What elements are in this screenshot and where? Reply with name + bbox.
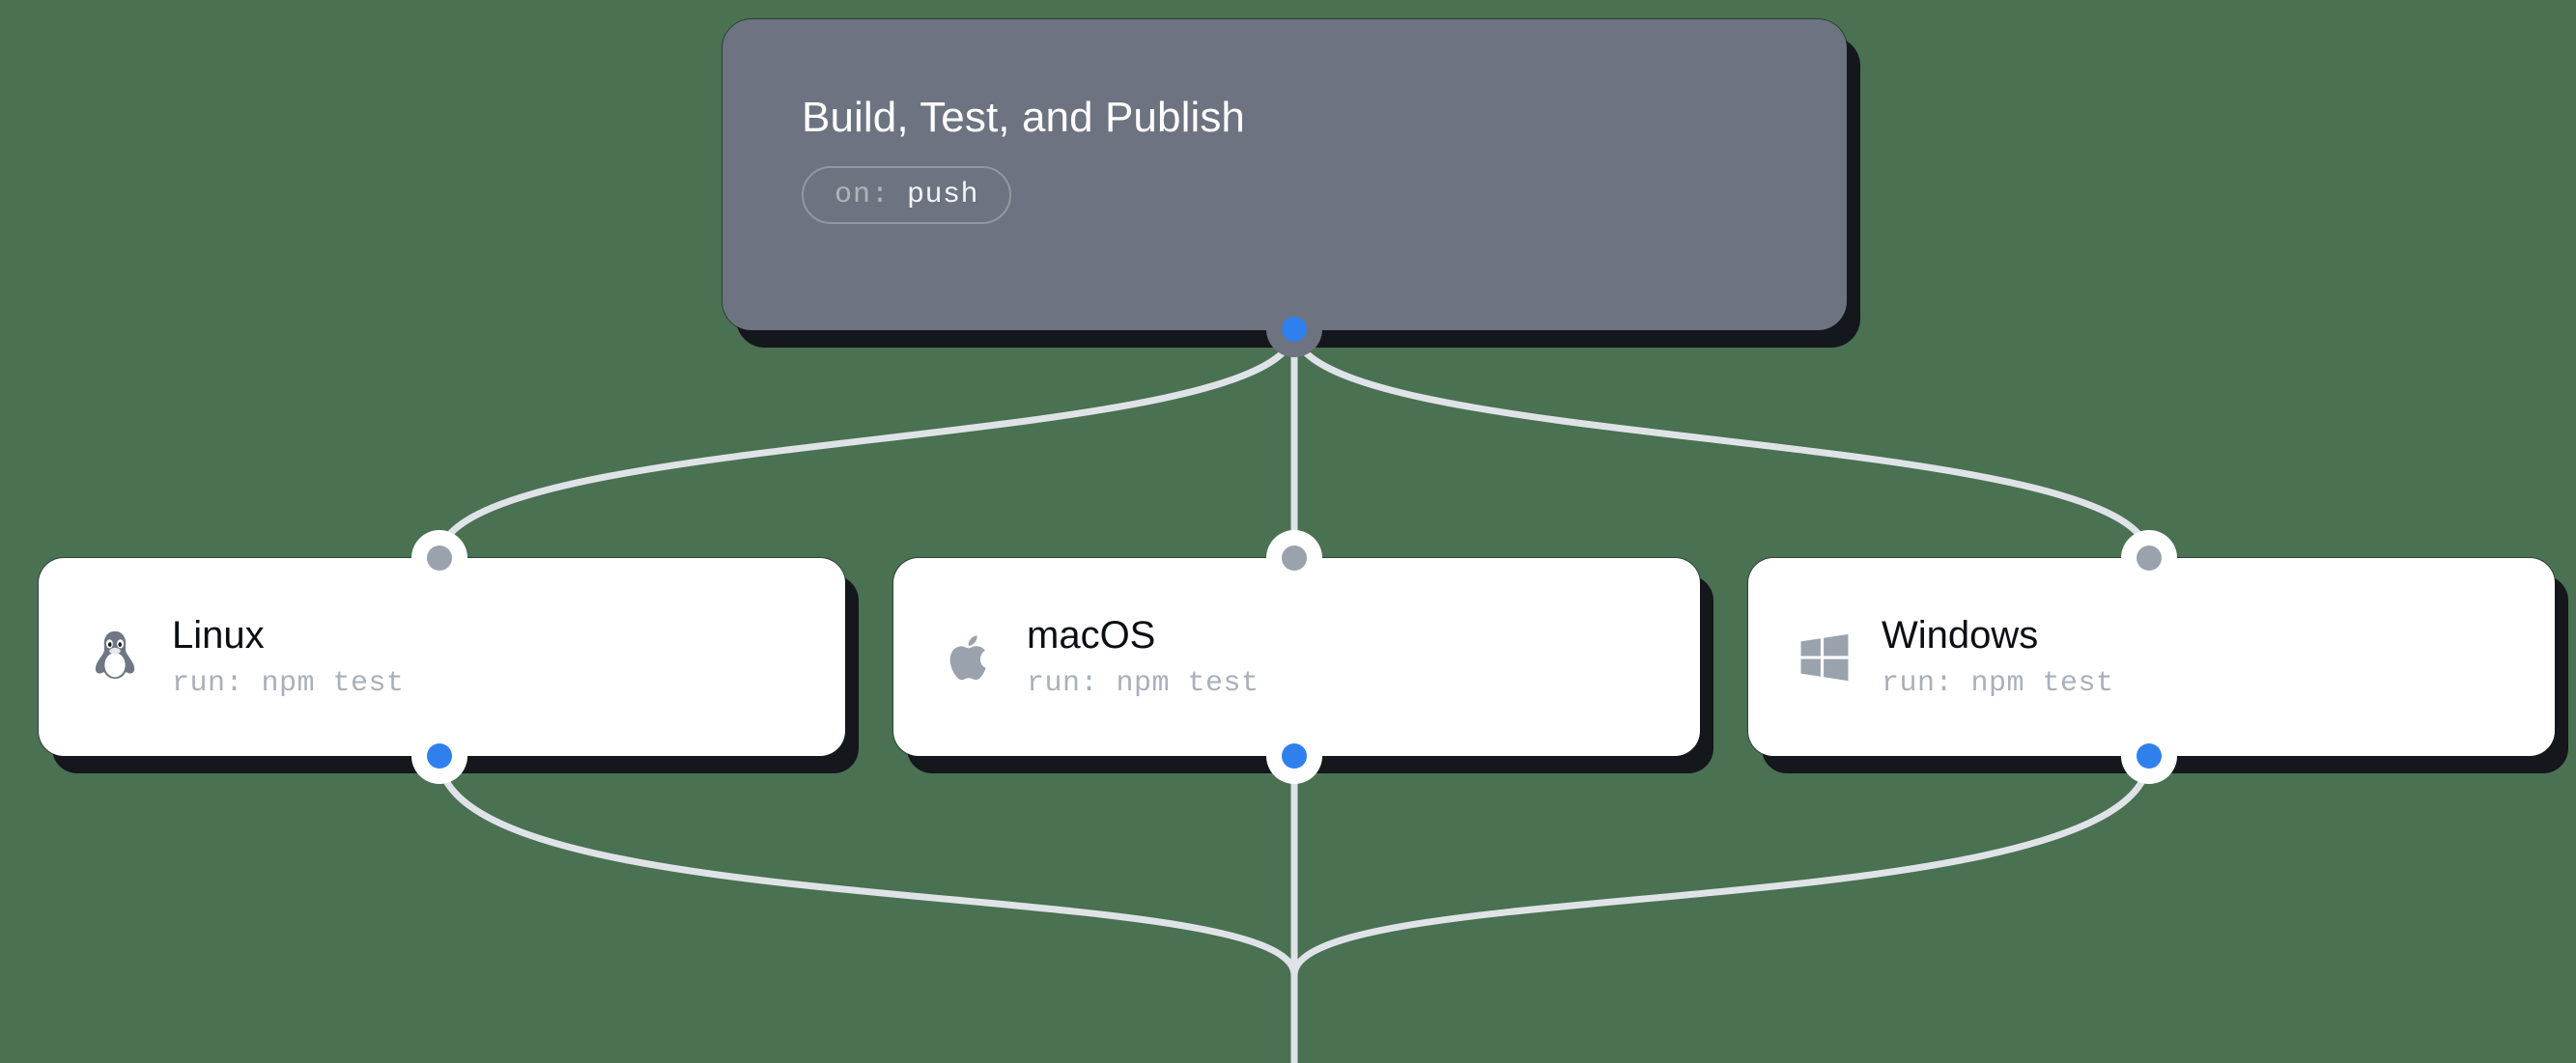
job-node-windows[interactable]: Windows run: npm test — [1748, 558, 2555, 756]
job-text-macos: macOS run: npm test — [1027, 613, 1260, 701]
job-source-handle-windows[interactable] — [2137, 743, 2162, 769]
job-run-command-windows: run: npm test — [1882, 667, 2114, 701]
job-node-macos[interactable]: macOS run: npm test — [893, 558, 1700, 756]
edge-trigger-to-linux — [436, 325, 1298, 562]
job-text-windows: Windows run: npm test — [1882, 613, 2114, 701]
job-target-handle-macos[interactable] — [1282, 545, 1307, 571]
job-target-handle-linux[interactable] — [427, 545, 452, 571]
trigger-event-key: on: — [835, 179, 891, 212]
job-title-linux: Linux — [172, 614, 265, 657]
job-run-command-macos: run: npm test — [1027, 667, 1260, 701]
trigger-event-value: push — [907, 179, 979, 212]
job-source-handle-macos[interactable] — [1282, 743, 1307, 769]
job-target-handle-windows[interactable] — [2137, 545, 2162, 571]
trigger-source-handle[interactable] — [1282, 317, 1307, 342]
job-title-windows: Windows — [1882, 614, 2039, 657]
job-source-handle-linux[interactable] — [427, 743, 452, 769]
workflow-trigger-node[interactable]: Build, Test, and Publish on: push — [722, 19, 1847, 330]
workflow-title: Build, Test, and Publish — [802, 94, 1245, 141]
job-text-linux: Linux run: npm test — [172, 613, 405, 701]
job-run-command-linux: run: npm test — [172, 667, 405, 701]
linux-penguin-icon — [83, 626, 147, 689]
edge-trigger-to-windows — [1290, 325, 2153, 562]
job-title-macos: macOS — [1027, 614, 1156, 657]
trigger-event-badge[interactable]: on: push — [802, 166, 1012, 225]
windows-icon — [1793, 626, 1856, 689]
apple-icon — [938, 626, 1002, 689]
job-node-linux[interactable]: Linux run: npm test — [39, 558, 845, 756]
edge-linux-to-publish — [436, 752, 1298, 1063]
edge-windows-to-publish — [1290, 752, 2153, 1063]
